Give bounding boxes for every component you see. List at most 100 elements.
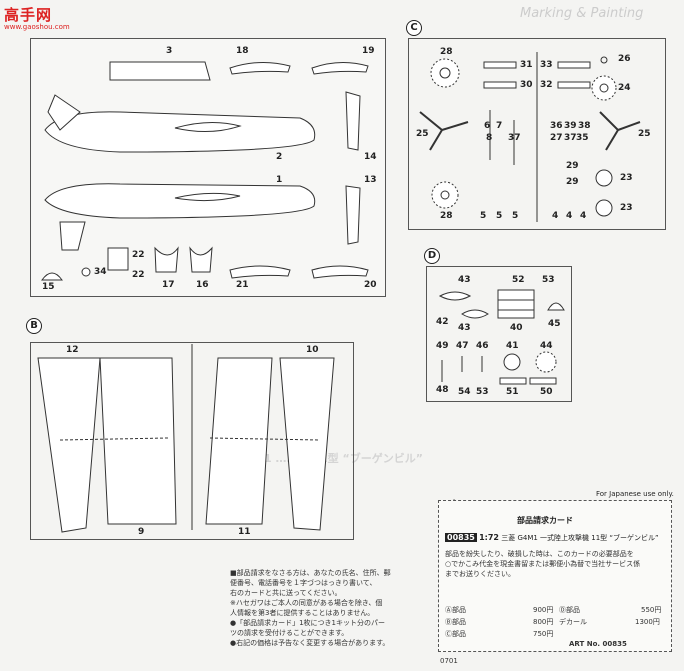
- part-number: 22: [132, 270, 145, 280]
- price-value: 750円: [533, 630, 554, 638]
- part-number: 5: [496, 211, 503, 221]
- part-number: 10: [306, 345, 319, 355]
- product-name: 三菱 G4M1 一式陸上攻撃機 11型 “ブーゲンビル”: [501, 534, 659, 542]
- section-label-b: B: [26, 318, 42, 334]
- parts-order-card[interactable]: 部品請求カード 00835 1:72 三菱 G4M1 一式陸上攻撃機 11型 “…: [438, 500, 672, 652]
- parts-sprue-d: [426, 266, 572, 402]
- parts-request-notice: ■部品請求をなさる方は、あなたの氏名、住所、郵 便番号、電話番号を１字づつはっき…: [230, 568, 430, 648]
- part-number: 13: [364, 175, 377, 185]
- part-number: 39: [564, 121, 577, 131]
- notice-line: ■部品請求をなさる方は、あなたの氏名、住所、郵: [230, 569, 391, 577]
- japanese-use-label: For Japanese use only.: [596, 490, 674, 498]
- parts-sprue-c: [408, 38, 666, 230]
- part-number: 52: [512, 275, 525, 285]
- part-number: 33: [540, 60, 553, 70]
- price-label: Ⓑ部品: [445, 618, 466, 626]
- part-number: 49: [436, 341, 449, 351]
- part-number: 18: [236, 46, 249, 56]
- card-product-line: 00835 1:72 三菱 G4M1 一式陸上攻撃機 11型 “ブーゲンビル”: [445, 533, 659, 543]
- part-number: 23: [620, 203, 633, 213]
- part-number: 2: [276, 152, 283, 162]
- part-number: 43: [458, 275, 471, 285]
- notice-line: ※ハセガワはご本人の同意がある場合を除き、個: [230, 599, 383, 607]
- watermark-text: 高手网: [4, 6, 53, 24]
- part-number: 24: [618, 83, 631, 93]
- part-number: 36: [550, 121, 563, 131]
- part-number: 53: [476, 387, 489, 397]
- part-number: 19: [362, 46, 375, 56]
- product-code: 00835: [445, 533, 477, 542]
- part-number: 25: [416, 129, 429, 139]
- part-number: 45: [548, 319, 561, 329]
- background-faint-text: PAL 11 ……… 11型 “ブーゲンビル”: [230, 452, 423, 465]
- part-number: 28: [440, 211, 453, 221]
- part-number: 29: [566, 161, 579, 171]
- notice-line: ●「部品請求カード」1枚につき1キット分のパー: [230, 619, 386, 627]
- part-number: 14: [364, 152, 377, 162]
- notice-line: 人情報を第3者に提供することはありません。: [230, 609, 375, 617]
- part-number: 29: [566, 177, 579, 187]
- notice-line: 右のカードと共に送ってください。: [230, 589, 342, 597]
- part-number: 44: [540, 341, 553, 351]
- card-text-line: 部品を紛失したり、破損した時は、このカードの必要部品を: [445, 550, 634, 558]
- part-number: 53: [542, 275, 555, 285]
- part-number: 37: [508, 133, 521, 143]
- part-number: 30: [520, 80, 533, 90]
- part-number: 15: [42, 282, 55, 292]
- watermark-url: www.gaoshou.com: [4, 23, 70, 31]
- part-number: 4: [580, 211, 587, 221]
- price-label: Ⓐ部品: [445, 606, 466, 614]
- section-label-d: D: [424, 248, 440, 264]
- art-number: ART No. 00835: [569, 640, 627, 648]
- part-number: 3: [166, 46, 173, 56]
- part-number: 54: [458, 387, 471, 397]
- part-number: 17: [162, 280, 175, 290]
- code-bottom: 0701: [440, 657, 458, 665]
- price-value: 900円: [533, 606, 554, 614]
- part-number: 23: [620, 173, 633, 183]
- price-label: デカール: [559, 618, 587, 626]
- price-value: 800円: [533, 618, 554, 626]
- part-number: 28: [440, 47, 453, 57]
- part-number: 47: [456, 341, 469, 351]
- price-value: 550円: [641, 606, 662, 614]
- part-number: 48: [436, 385, 449, 395]
- price-label: Ⓒ部品: [445, 630, 466, 638]
- part-number: 38: [578, 121, 591, 131]
- part-number: 12: [66, 345, 79, 355]
- part-number: 6: [484, 121, 491, 131]
- part-number: 41: [506, 341, 519, 351]
- notice-line: ●右記の価格は予告なく変更する場合があります。: [230, 639, 390, 647]
- part-number: 4: [552, 211, 559, 221]
- part-number: 9: [138, 527, 145, 537]
- part-number: 7: [496, 121, 503, 131]
- part-number: 51: [506, 387, 519, 397]
- watermark-logo: 高手网 www.gaoshou.com: [4, 4, 80, 36]
- part-number: 35: [576, 133, 589, 143]
- section-label-c: C: [406, 20, 422, 36]
- part-number: 46: [476, 341, 489, 351]
- notice-line: 便番号、電話番号を１字づつはっきり書いて、: [230, 579, 377, 587]
- part-number: 16: [196, 280, 209, 290]
- card-text: 部品を紛失したり、破損した時は、このカードの必要部品を ○でかこみ代金を現金書留…: [445, 549, 669, 579]
- price-label: Ⓓ部品: [559, 606, 580, 614]
- part-number: 4: [566, 211, 573, 221]
- part-number: 8: [486, 133, 493, 143]
- part-number: 5: [512, 211, 519, 221]
- part-number: 43: [458, 323, 471, 333]
- part-number: 27: [550, 133, 563, 143]
- part-number: 5: [480, 211, 487, 221]
- part-number: 22: [132, 250, 145, 260]
- part-number: 1: [276, 175, 283, 185]
- card-title: 部品請求カード: [517, 516, 573, 525]
- card-text-line: までお送りください。: [445, 570, 515, 578]
- part-number: 32: [540, 80, 553, 90]
- part-number: 21: [236, 280, 249, 290]
- card-text-line: ○でかこみ代金を現金書留または郵便小為替で当社サービス係: [445, 560, 641, 568]
- part-number: 37: [564, 133, 577, 143]
- background-heading: Marking & Painting: [520, 6, 644, 21]
- notice-line: ツの請求を受付けることができます。: [230, 629, 349, 637]
- part-number: 40: [510, 323, 523, 333]
- part-number: 26: [618, 54, 631, 64]
